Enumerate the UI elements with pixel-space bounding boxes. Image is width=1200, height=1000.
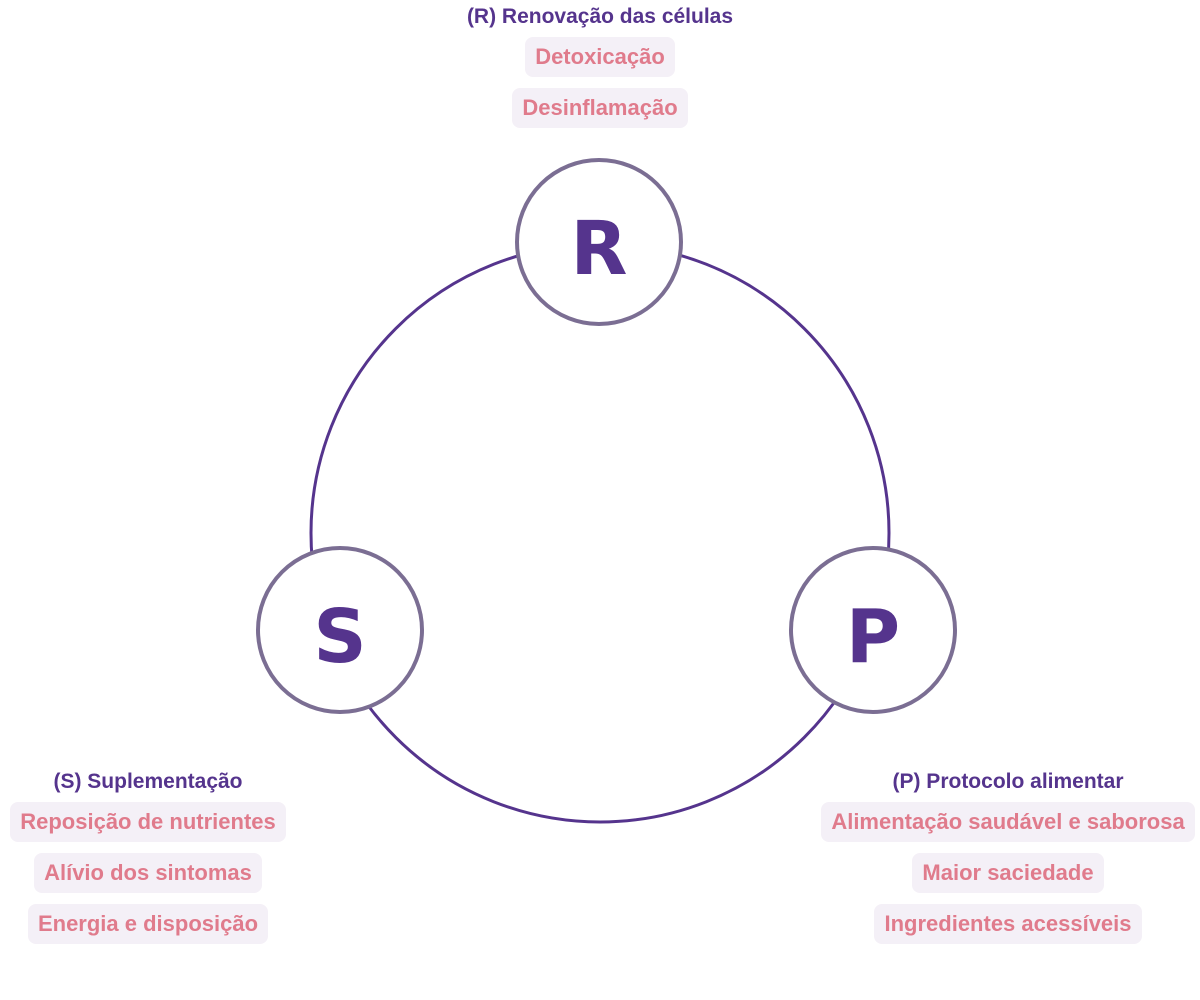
node-s-letter: S bbox=[313, 594, 366, 680]
node-p-circle bbox=[789, 546, 957, 714]
cycle-ring bbox=[309, 242, 891, 824]
group-renovacao: (R) Renovação das células Detoxicação De… bbox=[400, 2, 800, 139]
tag-item: Ingredientes acessíveis bbox=[874, 904, 1142, 944]
group-protocolo: (P) Protocolo alimentar Alimentação saud… bbox=[808, 767, 1200, 955]
node-s: S bbox=[256, 546, 424, 714]
node-r-circle bbox=[515, 158, 683, 326]
node-s-circle bbox=[256, 546, 424, 714]
group-title: (S) Suplementação bbox=[53, 770, 243, 793]
tag-item: Detoxicação bbox=[525, 37, 675, 77]
tag-item: Alívio dos sintomas bbox=[34, 853, 262, 893]
group-title: (P) Protocolo alimentar bbox=[892, 770, 1124, 793]
node-p-letter: P bbox=[846, 594, 900, 680]
tag-item: Reposição de nutrientes bbox=[10, 802, 286, 842]
group-suplementacao: (S) Suplementação Reposição de nutriente… bbox=[0, 767, 298, 955]
tag-item: Alimentação saudável e saborosa bbox=[821, 802, 1195, 842]
tag-item: Energia e disposição bbox=[27, 904, 269, 944]
node-r-letter: R bbox=[571, 206, 628, 292]
node-r: R bbox=[515, 158, 683, 326]
tag-item: Maior saciedade bbox=[912, 853, 1104, 893]
node-p: P bbox=[789, 546, 957, 714]
tag-item: Desinflamação bbox=[512, 88, 688, 128]
group-title: (R) Renovação das células bbox=[466, 5, 734, 28]
